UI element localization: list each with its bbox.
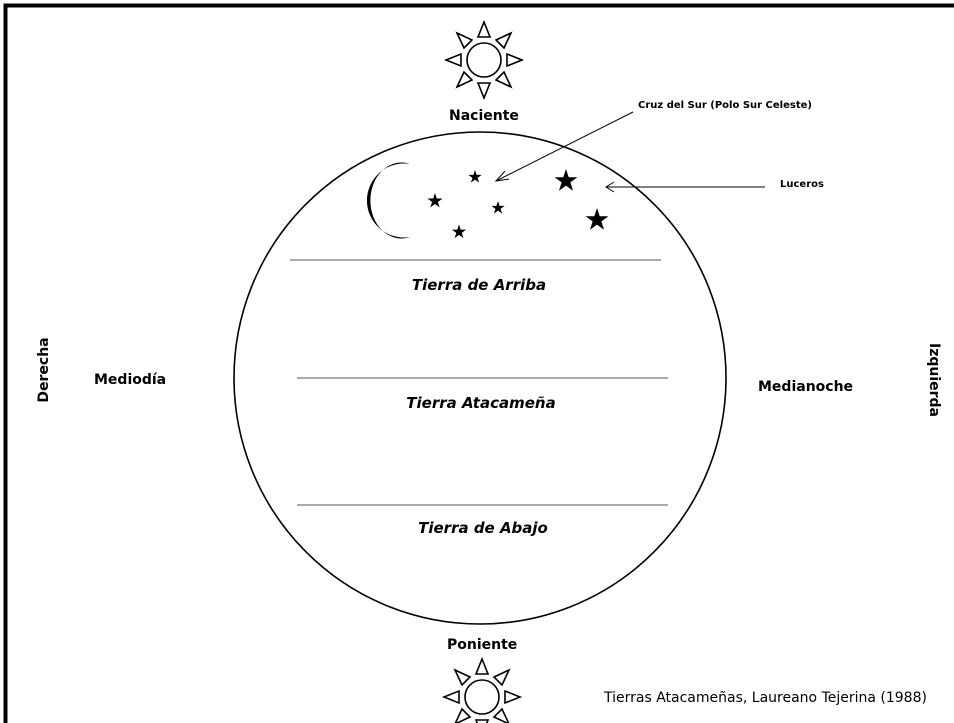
star-icon [427,193,443,208]
label-derecha: Derecha [36,337,52,403]
sun-icon [441,656,523,723]
star-icon [491,201,505,214]
label-cruz-del-sur: Cruz del Sur (Polo Sur Celeste) [638,100,812,111]
sun-icon [443,19,525,101]
label-izquierda: Izquierda [926,342,942,418]
star-icon [451,224,467,239]
outer-border [3,3,954,723]
label-mediodia: Mediodía [94,372,167,388]
band-tierra-de-abajo: Tierra de Abajo [418,519,548,537]
star-icon [554,169,578,191]
label-medianoche: Medianoche [758,379,854,395]
arrow-cruz [494,111,634,182]
arrow-luceros [605,181,765,193]
world-circle [233,131,727,625]
band-tierra-atacamena: Tierra Atacameña [406,394,556,412]
label-naciente: Naciente [449,108,519,124]
star-icon [585,208,609,230]
label-poniente: Poniente [447,637,518,653]
band-tierra-de-arriba: Tierra de Arriba [411,276,547,294]
caption-source: Tierras Atacameñas, Laureano Tejerina (1… [604,690,927,706]
stars [427,169,609,239]
label-luceros: Luceros [780,179,824,190]
moon-icon [366,162,410,239]
star-icon [468,170,482,183]
